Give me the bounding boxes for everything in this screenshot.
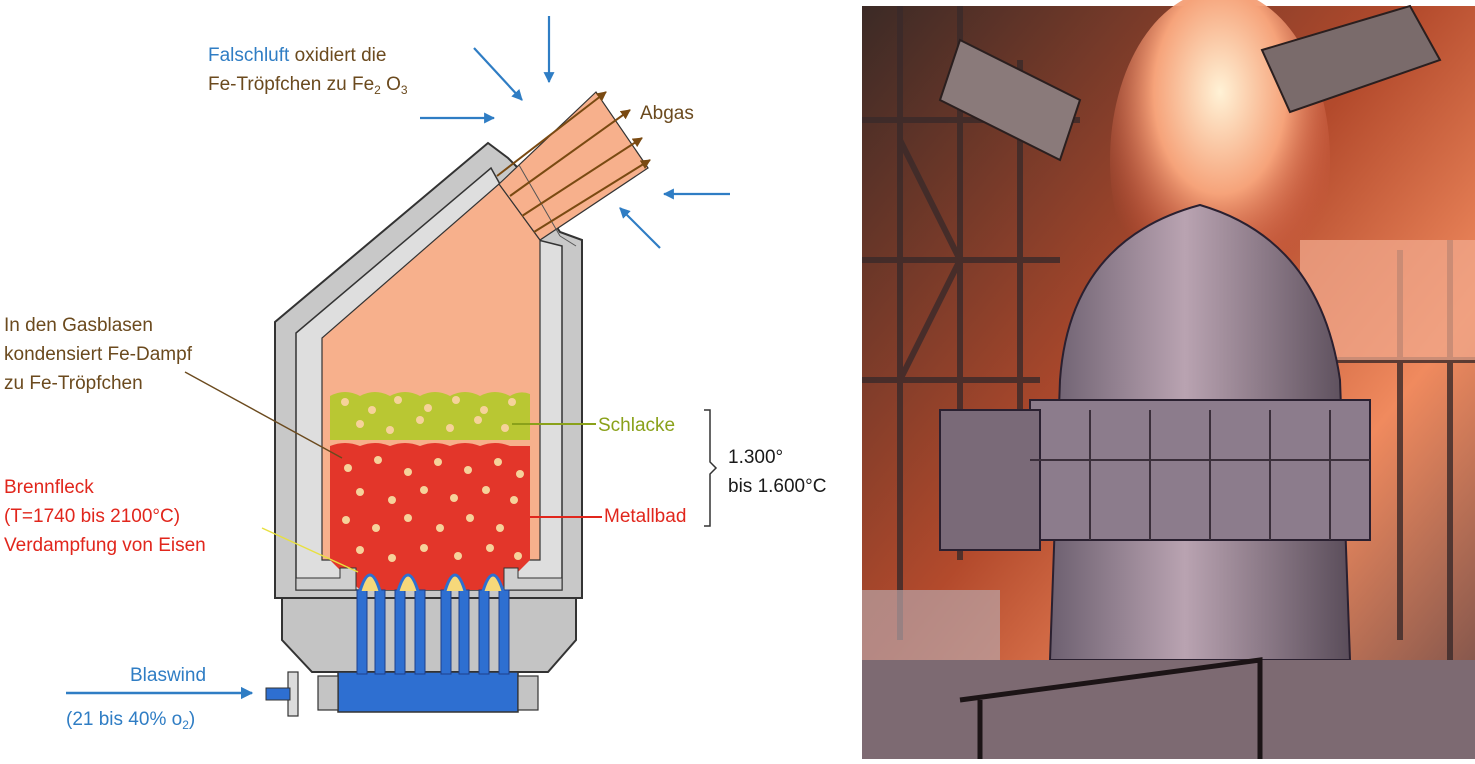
- gas-bubble: [420, 544, 428, 552]
- tuyere-pipe: [440, 589, 452, 675]
- gas-bubble: [454, 552, 462, 560]
- brennfleck-line-1: Brennfleck: [4, 477, 94, 498]
- gas-bubbles: [341, 396, 524, 562]
- gas-bubble: [404, 514, 412, 522]
- gas-bubble: [436, 524, 444, 532]
- falschluft-label: Falschluft oxidiert die: [208, 44, 386, 68]
- exhaust-arrow: [496, 91, 607, 177]
- falschluft-line2-mid: O: [380, 74, 401, 95]
- gas-bubble: [510, 496, 518, 504]
- tuyeres: [356, 573, 510, 675]
- gasblasen-line-3: zu Fe-Tröpfchen: [4, 373, 143, 394]
- burn-spot-flame: [358, 573, 382, 592]
- gas-bubble: [446, 424, 454, 432]
- gasblasen-line-1: In den Gasblasen: [4, 315, 153, 336]
- blaswind-detail: (21 bis 40% o2): [66, 708, 195, 737]
- falschluft-line-2: Fe-Tröpfchen zu Fe2 O3: [208, 73, 408, 102]
- metal-bath: [330, 443, 530, 590]
- o2-subscript: 2: [182, 718, 189, 732]
- gasblasen-leader: [184, 371, 343, 459]
- burn-spot-flame: [481, 573, 505, 592]
- gas-bubble: [420, 486, 428, 494]
- gas-bubble: [482, 486, 490, 494]
- gas-bubble: [496, 524, 504, 532]
- tuyere-housing: [281, 597, 577, 673]
- falschluft-text-1: oxidiert die: [289, 45, 387, 66]
- gas-bubble: [356, 488, 364, 496]
- gas-bubble: [394, 396, 402, 404]
- brennfleck-leader: [261, 527, 359, 573]
- gasblasen-line-2: kondensiert Fe-Dampf: [4, 344, 192, 365]
- schlacke-label: Schlacke: [598, 415, 676, 436]
- gas-bubble: [374, 456, 382, 464]
- blaswind-label: Blaswind: [130, 665, 207, 686]
- air-arrow: [473, 47, 523, 101]
- gas-bubble: [344, 464, 352, 472]
- metallbad-label: Metallbad: [604, 506, 687, 527]
- blaswind-detail-prefix: (21 bis 40% o: [66, 709, 183, 730]
- exhaust-arrow: [509, 109, 631, 197]
- gas-bubble: [486, 544, 494, 552]
- tuyere-pipe: [374, 589, 386, 675]
- gas-bubble: [424, 404, 432, 412]
- converter-bottom-steps: [295, 567, 563, 591]
- gas-bubble: [501, 424, 509, 432]
- gas-bubble: [341, 398, 349, 406]
- gas-bubble: [388, 554, 396, 562]
- gas-bubble: [404, 468, 412, 476]
- fe2-subscript: 2: [374, 83, 381, 97]
- gas-bubble: [386, 426, 394, 434]
- temperature-brace: [704, 409, 718, 527]
- wind-box: [337, 671, 519, 713]
- exhaust-arrow: [521, 137, 643, 217]
- falschluft-term: Falschluft: [208, 45, 290, 66]
- gas-bubble: [372, 524, 380, 532]
- gas-bubble: [464, 466, 472, 474]
- gas-bubble: [508, 398, 516, 406]
- tuyere-pipe: [356, 589, 368, 675]
- tuyere-pipe: [498, 589, 510, 675]
- burn-spot-flame: [443, 573, 467, 592]
- slag-layer: [330, 392, 530, 440]
- tuyere-pipe: [458, 589, 470, 675]
- gas-bubble: [466, 514, 474, 522]
- tuyere-pipe: [478, 589, 490, 675]
- tuyere-pipe: [394, 589, 406, 675]
- brennfleck-line-3: Verdampfung von Eisen: [4, 535, 206, 556]
- burn-spot-flame: [396, 573, 420, 592]
- temperature-line-2: bis 1.600°C: [728, 476, 827, 497]
- tuyere-pipe: [414, 589, 426, 675]
- temperature-line-1: 1.300°: [728, 447, 784, 468]
- abgas-label: Abgas: [640, 103, 694, 124]
- gas-bubble: [452, 396, 460, 404]
- gas-bubble: [474, 416, 482, 424]
- gas-bubble: [416, 416, 424, 424]
- o3-subscript: 3: [400, 83, 408, 97]
- gas-bubble: [368, 406, 376, 414]
- gas-bubble: [356, 420, 364, 428]
- blaswind-detail-suffix: ): [188, 709, 196, 730]
- gas-bubble: [514, 552, 522, 560]
- brennfleck-line-2: (T=1740 bis 2100°C): [4, 506, 181, 527]
- gas-bubble: [516, 470, 524, 478]
- exhaust-arrow: [533, 159, 651, 233]
- gas-bubble: [342, 516, 350, 524]
- gas-bubble: [388, 496, 396, 504]
- gas-bubble: [494, 458, 502, 466]
- gas-bubble: [450, 494, 458, 502]
- converter-photo: [862, 0, 1475, 759]
- gas-bubble: [356, 546, 364, 554]
- gas-bubble: [480, 406, 488, 414]
- gas-bubble: [434, 458, 442, 466]
- falschluft-line2-prefix: Fe-Tröpfchen zu Fe: [208, 74, 375, 95]
- air-arrow: [619, 207, 661, 249]
